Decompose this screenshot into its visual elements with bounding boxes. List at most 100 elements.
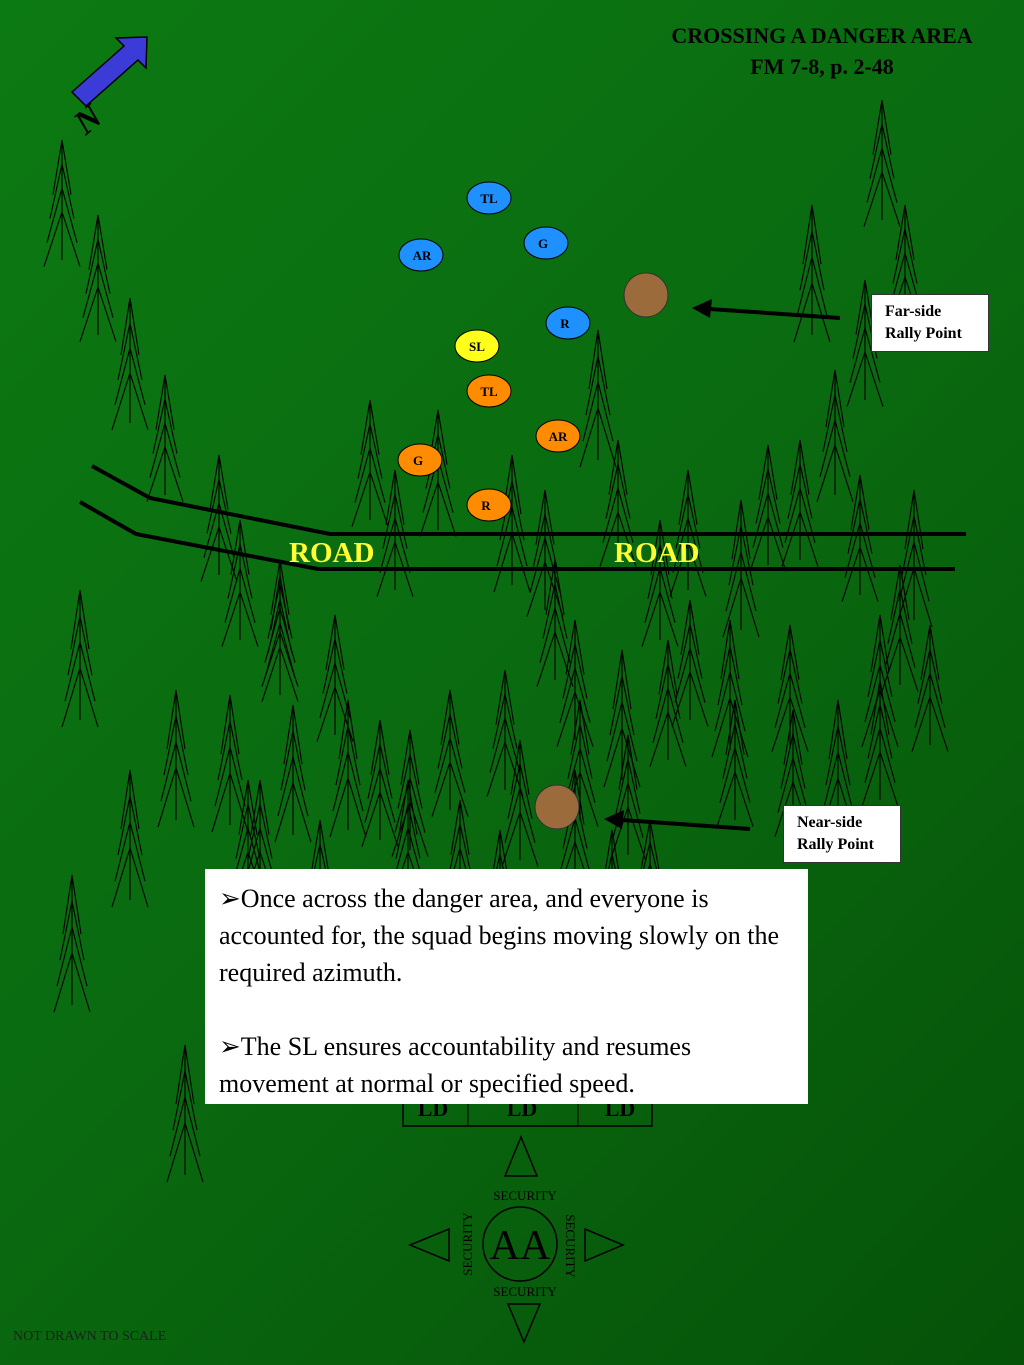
- tree-outline: [861, 614, 899, 747]
- tree-outline: [221, 519, 259, 647]
- tree-outline: [43, 139, 81, 267]
- pine-tree-icon: [816, 369, 854, 502]
- pine-tree-icon: [861, 679, 899, 807]
- pine-tree-icon: [774, 709, 812, 837]
- pine-tree-icon: [556, 619, 594, 747]
- pine-tree-icon: [229, 779, 267, 907]
- near-team-leader: TL: [466, 374, 512, 408]
- tree-outline: [774, 709, 812, 837]
- soldier-label: TL: [480, 191, 498, 206]
- tree-outline: [361, 719, 399, 847]
- tree-outline: [579, 329, 617, 468]
- tree-outline: [561, 699, 599, 827]
- pine-tree-icon: [301, 819, 339, 947]
- pine-tree-icon: [886, 204, 924, 332]
- pine-tree-icon: [649, 639, 687, 767]
- security-label-bottom: SECURITY: [493, 1284, 557, 1299]
- tree-outline: [431, 689, 469, 817]
- pine-tree-icon: [749, 444, 787, 572]
- pine-tree-icon: [846, 279, 884, 407]
- security-label-right: SECURITY: [563, 1214, 578, 1278]
- soldier-label: R: [481, 498, 491, 513]
- soldier-marker: [398, 238, 444, 272]
- soldier-label: G: [413, 453, 423, 468]
- tree-outline: [536, 559, 574, 687]
- soldier-marker: [545, 306, 591, 340]
- tree-outline: [881, 564, 919, 692]
- tree-outline: [816, 369, 854, 502]
- pine-tree-icon: [221, 519, 259, 647]
- squad-leader: SL: [454, 329, 500, 363]
- pine-tree-icon: [389, 779, 427, 907]
- pine-tree-icon: [895, 489, 933, 628]
- callout-line-1: Near-side: [797, 814, 863, 831]
- tree-outline: [274, 704, 312, 843]
- pine-tree-icon: [111, 297, 149, 430]
- near-team-grenadier: G: [397, 443, 443, 477]
- pine-tree-icon: [61, 589, 99, 728]
- pine-tree-icon: [274, 704, 312, 843]
- far-team-leader: TL: [466, 181, 512, 215]
- near-side-rally-point: [534, 784, 580, 830]
- pine-tree-icon: [863, 99, 901, 227]
- pine-tree-icon: [771, 624, 809, 752]
- soldier-label: R: [560, 316, 570, 331]
- pine-tree-icon: [241, 779, 279, 907]
- tree-outline: [895, 489, 933, 628]
- tree-outline: [53, 874, 91, 1013]
- far-team-rifleman: R: [545, 306, 591, 340]
- assembly-area: AA SECURITY SECURITY SECURITY SECURITY: [408, 1135, 625, 1344]
- tree-outline: [649, 639, 687, 767]
- info-text-box: ➢Once across the danger area, and everyo…: [205, 869, 808, 1104]
- arrow-head-icon: [604, 810, 624, 829]
- tree-outline: [441, 799, 479, 927]
- far-team-grenadier: G: [523, 226, 569, 260]
- tree-outline: [722, 499, 760, 638]
- pine-tree-icon: [671, 599, 709, 727]
- road: [79, 464, 966, 571]
- tree-outline: [911, 624, 949, 752]
- near-team-automatic-rifleman: AR: [535, 419, 581, 453]
- assembly-area-circle: [482, 1206, 558, 1282]
- tree-outline: [609, 734, 647, 862]
- pine-tree-icon: [441, 799, 479, 927]
- arrow-head-icon: [692, 299, 712, 318]
- tree-outline: [669, 469, 707, 597]
- info-paragraph-1: ➢Once across the danger area, and everyo…: [219, 880, 796, 991]
- tree-outline: [861, 679, 899, 807]
- security-arrow-up-icon: [503, 1135, 539, 1177]
- arrow-shaft: [709, 307, 841, 320]
- tree-outline: [391, 729, 429, 857]
- tree-outline: [749, 444, 787, 572]
- pine-tree-icon: [781, 439, 819, 567]
- tree-outline: [771, 624, 809, 752]
- near-side-fire-team: TL AR G R: [397, 374, 581, 522]
- tree-outline: [241, 779, 279, 907]
- pine-tree-icon: [111, 769, 149, 908]
- info-paragraph-2: ➢The SL ensures accountability and resum…: [219, 1028, 796, 1102]
- pine-tree-icon: [493, 454, 531, 593]
- tree-outline: [526, 489, 564, 617]
- soldier-marker: [523, 226, 569, 260]
- tree-outline: [111, 297, 149, 430]
- pine-tree-icon: [599, 439, 637, 567]
- tree-outline: [671, 599, 709, 727]
- slide-title: CROSSING A DANGER AREA FM 7-8, p. 2-48: [612, 20, 1024, 82]
- arrow-shaft: [621, 818, 751, 831]
- tree-outline: [819, 699, 857, 838]
- tree-outline: [793, 204, 831, 343]
- soldier-marker: [535, 419, 581, 453]
- road-south-edge: [79, 500, 955, 571]
- tree-outline: [886, 204, 924, 332]
- pine-tree-icon: [861, 614, 899, 747]
- north-arrow-icon: [70, 36, 148, 108]
- soldier-label: G: [538, 236, 548, 251]
- far-team-automatic-rifleman: AR: [398, 238, 444, 272]
- pine-tree-icon: [536, 559, 574, 687]
- pine-tree-icon: [376, 469, 414, 597]
- tree-outline: [556, 619, 594, 747]
- assembly-area-label: AA: [490, 1223, 551, 1269]
- pine-tree-icon: [53, 874, 91, 1013]
- soldier-marker: [466, 181, 512, 215]
